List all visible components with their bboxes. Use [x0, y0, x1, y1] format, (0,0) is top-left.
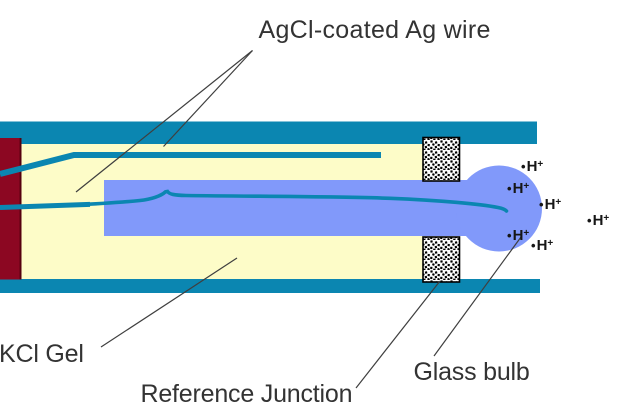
ion-symbol: H: [526, 158, 538, 175]
reference-junction-bottom: [422, 236, 461, 283]
reference-junction-top: [422, 136, 461, 182]
ion-bullet: •: [531, 238, 536, 253]
ion-bullet: •: [539, 197, 544, 212]
ion-charge: +: [537, 159, 544, 170]
ion-charge: +: [523, 181, 530, 192]
reference-ag-wire: [0, 152, 381, 177]
leader-wire-inner: [75, 50, 253, 193]
h-ion-2: •H+: [507, 181, 529, 196]
label-kcl-gel: KCl Gel: [0, 339, 84, 368]
ion-bullet: •: [507, 181, 512, 196]
inner-electrode-tube: [104, 180, 500, 236]
h-ion-6: •H+: [531, 238, 553, 253]
ion-bullet: •: [587, 213, 592, 228]
ion-symbol: H: [512, 180, 524, 197]
leader-glass-bulb: [433, 236, 522, 357]
ion-bullet: •: [507, 228, 512, 243]
inner-ag-wire: [0, 189, 509, 213]
h-ion-1: •H+: [521, 159, 543, 174]
ion-charge: +: [555, 197, 562, 208]
ion-symbol: H: [512, 227, 524, 244]
label-agcl-wire: AgCl-coated Ag wire: [258, 15, 491, 44]
ion-charge: +: [523, 228, 530, 239]
h-ion-5: •H+: [507, 228, 529, 243]
ion-charge: +: [603, 213, 610, 224]
ion-symbol: H: [544, 196, 556, 213]
h-ion-3: •H+: [539, 197, 561, 212]
ion-symbol: H: [592, 212, 604, 229]
h-ion-4: •H+: [587, 213, 609, 228]
ion-charge: +: [547, 238, 554, 249]
label-reference-junction: Reference Junction: [140, 379, 353, 408]
leader-reference-junction: [355, 280, 441, 389]
leader-kcl-gel: [100, 257, 238, 348]
ion-symbol: H: [536, 237, 548, 254]
ion-bullet: •: [521, 159, 526, 174]
leader-wire-outer: [163, 50, 253, 147]
electrode-body-top-wall: [0, 121, 537, 144]
electrode-body-bottom-wall: [0, 279, 540, 293]
label-glass-bulb: Glass bulb: [413, 357, 530, 386]
